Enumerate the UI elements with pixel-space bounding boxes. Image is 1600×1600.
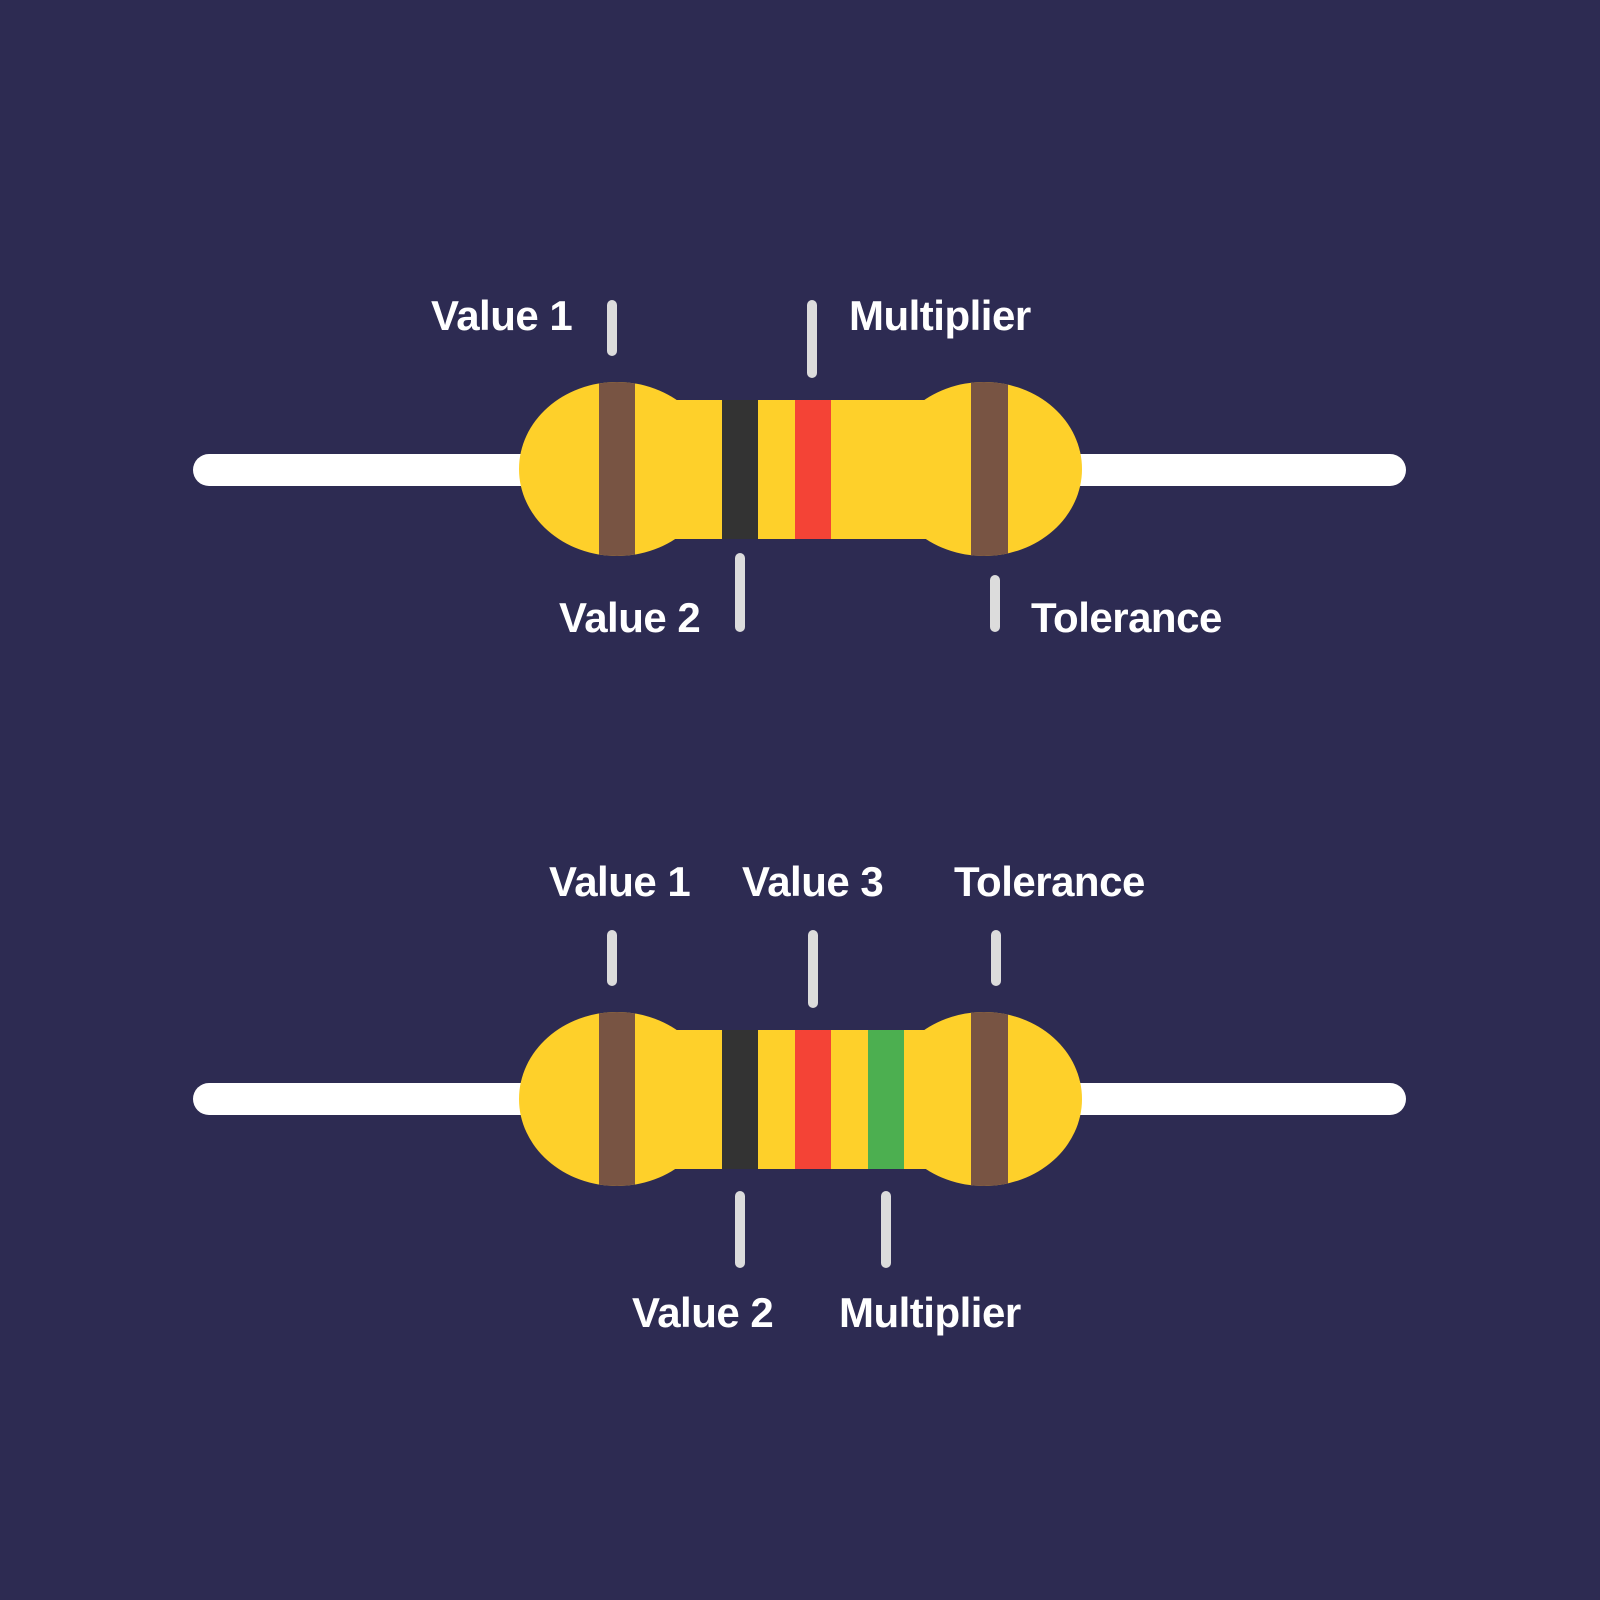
label-value2: Value 2 [559, 594, 701, 641]
band-value1-brown [599, 1012, 635, 1186]
label-tolerance: Tolerance [954, 858, 1145, 905]
label-value1: Value 1 [431, 292, 573, 339]
tick-tolerance [991, 930, 1001, 986]
tick-value2 [735, 553, 745, 632]
label-tolerance: Tolerance [1031, 594, 1222, 641]
label-multiplier: Multiplier [839, 1289, 1021, 1336]
four-band-resistor [193, 300, 1406, 632]
band-value2-black [722, 1030, 758, 1169]
band-value3-red [795, 1030, 831, 1169]
band-tolerance-brown [971, 1012, 1008, 1186]
tick-value2 [735, 1191, 745, 1268]
tick-value1 [607, 930, 617, 986]
tick-value3 [808, 930, 818, 1008]
label-multiplier: Multiplier [849, 292, 1031, 339]
label-value2: Value 2 [632, 1289, 774, 1336]
band-value1-brown [599, 382, 635, 556]
right-lead [1060, 454, 1406, 486]
label-value3: Value 3 [742, 858, 884, 905]
tick-tolerance [990, 575, 1000, 632]
left-lead-ext [209, 1083, 539, 1115]
tick-multiplier [881, 1191, 891, 1268]
left-lead-ext [209, 454, 539, 486]
band-value2-black [722, 400, 758, 539]
band-multiplier-green [868, 1030, 904, 1169]
tick-value1 [607, 300, 617, 356]
tick-multiplier [807, 300, 817, 378]
label-value1: Value 1 [549, 858, 691, 905]
band-tolerance-brown [971, 382, 1008, 556]
right-lead [1060, 1083, 1406, 1115]
band-multiplier-red [795, 400, 831, 539]
five-band-resistor [193, 930, 1406, 1268]
